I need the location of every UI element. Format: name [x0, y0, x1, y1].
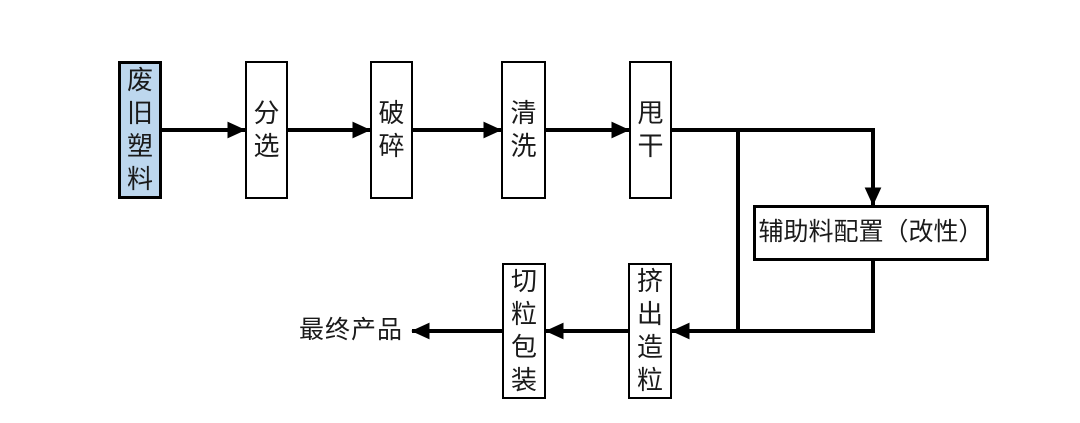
- node-spin-dry-label: 甩干: [637, 99, 664, 161]
- node-extrusion-granulation: 挤出造粒: [628, 263, 672, 399]
- node-washing: 清洗: [501, 61, 546, 199]
- arrow-auxiliary-to-extrusion: [671, 261, 875, 340]
- node-spin-dry: 甩干: [629, 61, 672, 199]
- node-cutting-packaging-label: 切粒包装: [510, 267, 537, 395]
- node-sorting-label: 分选: [253, 99, 280, 161]
- node-extrusion-granulation-label: 挤出造粒: [636, 267, 663, 395]
- node-auxiliary-material-label: 辅助料配置（改性）: [758, 219, 984, 246]
- node-auxiliary-material: 辅助料配置（改性）: [753, 205, 989, 261]
- node-waste-plastic: 废旧塑料: [118, 61, 162, 199]
- node-waste-plastic-label: 废旧塑料: [126, 66, 153, 194]
- node-cutting-packaging: 切粒包装: [502, 263, 546, 399]
- final-product-label: 最终产品: [299, 317, 404, 344]
- node-washing-label: 清洗: [510, 99, 537, 161]
- node-crushing: 破碎: [370, 61, 413, 199]
- arrow-spindry-to-auxiliary: [672, 128, 882, 206]
- node-sorting: 分选: [245, 61, 288, 199]
- node-crushing-label: 破碎: [378, 99, 405, 161]
